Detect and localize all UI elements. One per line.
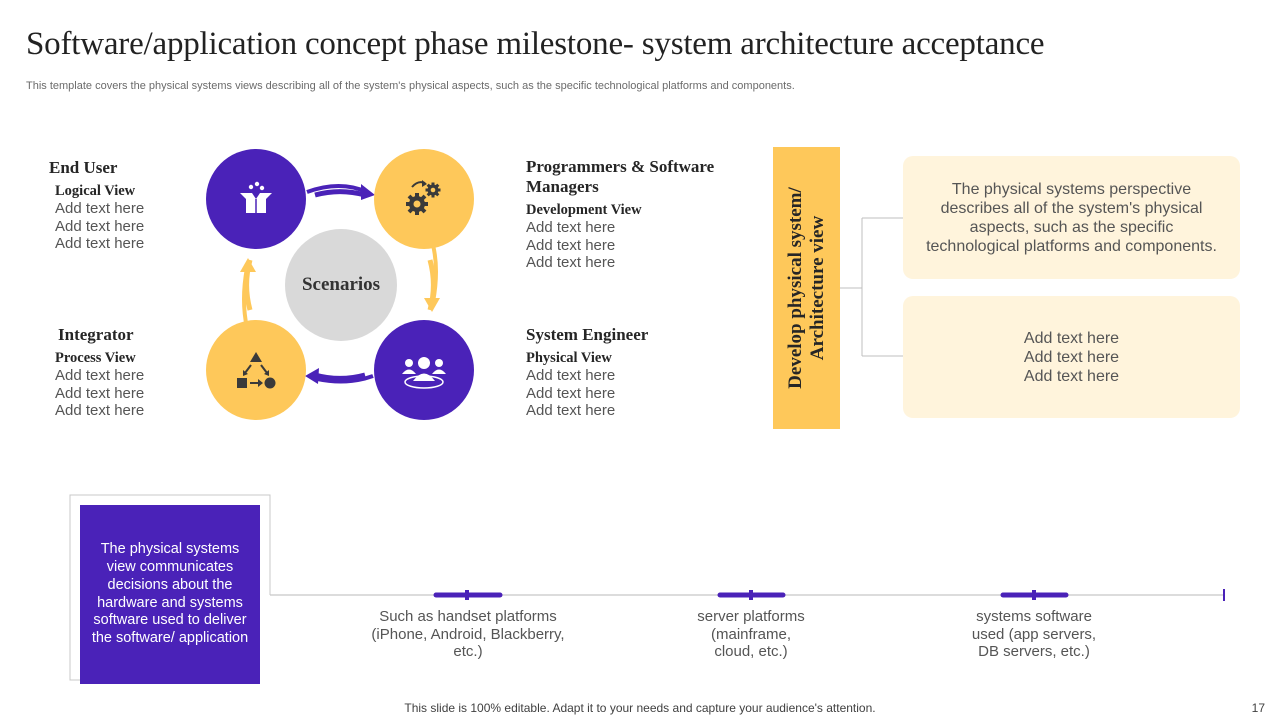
timeline-item-line: DB servers, etc.) [978,643,1090,660]
arrow-bottom [312,374,374,384]
gears-icon [406,180,441,215]
architecture-banner: Develop physical system/ Architecture vi… [773,147,840,429]
programmers-circle [374,149,474,249]
placeholder-text: Add text here [526,367,616,384]
scenarios-center: Scenarios [285,229,397,341]
integrator-circle [206,320,306,420]
placeholder-text: Add text here [526,384,616,402]
system-engineer-text-lines: Add text here Add text here Add text her… [526,367,615,420]
timeline-item-line: systems software [976,608,1092,625]
timeline-item-line: server platforms [697,608,805,625]
placeholder-text: Add text here [55,235,145,252]
role-system-engineer: System Engineer [526,325,649,344]
timeline-intro-text: The physical systems view communicates d… [91,541,249,646]
integrator-text-lines: Add text here Add text here Add text her… [55,367,144,420]
placeholder-text: Add text here [55,200,145,217]
placeholder-text: Add text here [526,219,616,236]
timeline-lines [69,494,1225,681]
timeline-item: Such as handset platforms (iPhone, Andro… [363,608,573,661]
role-end-user: End User [49,158,118,177]
view-development: Development View [526,202,642,218]
cycle-ring [240,184,440,384]
placeholder-text: Add text here [55,217,145,235]
placeholder-text: Add text here [526,254,616,271]
timeline-item-line: used (app servers, [971,625,1097,643]
arrow-right [431,244,438,303]
timeline-intro-box: The physical systems view communicates d… [80,505,260,684]
timeline-item: systems software used (app servers, DB s… [929,608,1139,661]
placeholder-text: Add text here [55,384,145,402]
description-text: The physical systems perspective describ… [926,180,1217,255]
timeline-item-line: (mainframe, [710,625,792,643]
banner-text: Develop physical system/ Architecture vi… [784,187,828,389]
placeholder-box: Add text here Add text here Add text her… [903,296,1240,418]
description-box: The physical systems perspective describ… [903,156,1240,279]
page-title: Software/application concept phase miles… [26,26,1045,62]
system-engineer-circle [374,320,474,420]
placeholder-text: Add text here [526,236,616,254]
team-icon [402,357,446,389]
end-user-text-lines: Add text here Add text here Add text her… [55,200,144,253]
programmers-text-lines: Add text here Add text here Add text her… [526,219,615,272]
page-number: 17 [1251,701,1265,715]
placeholder-text: Add text here [55,402,145,419]
placeholder-text: Add text here [1023,367,1120,385]
process-shapes-icon [237,352,276,389]
timeline-item-line: (iPhone, Android, Blackberry, [371,625,565,643]
view-physical: Physical View [526,350,612,366]
placeholder-text: Add text here [55,367,145,384]
footer-note: This slide is 100% editable. Adapt it to… [404,701,876,715]
view-process: Process View [55,350,136,366]
role-integrator: Integrator [58,325,134,344]
placeholder-text: Add text here [1023,348,1120,366]
timeline-item-line: etc.) [453,643,483,660]
timeline-item: server platforms (mainframe, cloud, etc.… [646,608,856,661]
open-box-icon [240,181,272,213]
bracket-connector [840,217,903,357]
timeline-item-line: cloud, etc.) [714,643,788,660]
end-user-circle [206,149,306,249]
placeholder-text: Add text here [1023,329,1120,347]
page-subtitle: This template covers the physical system… [26,80,795,92]
view-logical: Logical View [55,183,136,199]
placeholder-text: Add text here [526,402,616,419]
role-programmers: Programmers & Software Managers [526,157,715,196]
timeline-item-line: Such as handset platforms [379,608,557,625]
